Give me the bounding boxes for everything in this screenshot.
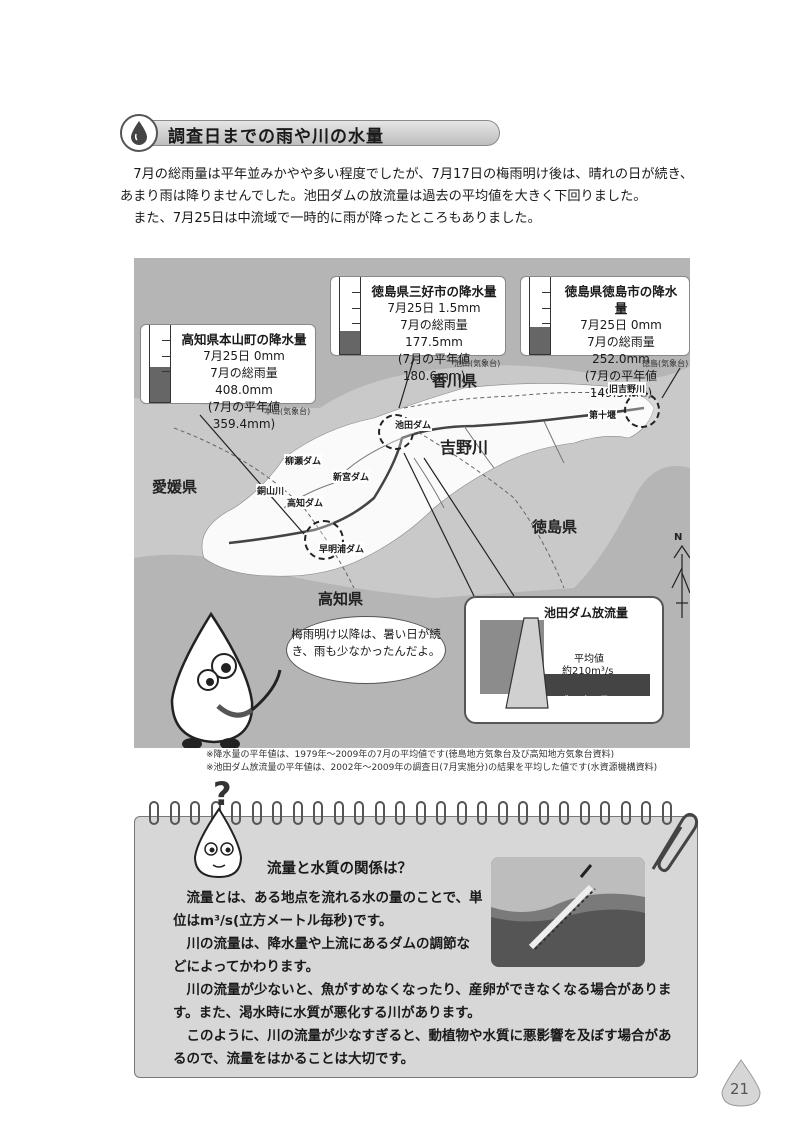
box-paragraph: 川の流量は、降水量や上流にあるダムの調節などによってかわります。 — [173, 936, 470, 975]
callout-total: 7月の総雨量 252.0mm — [587, 335, 655, 366]
dam-label-takanose: 高知ダム — [286, 496, 325, 509]
footnote: ※降水量の平年値は、1979年～2009年の7月の平均値です(徳島地方気象台及び… — [206, 750, 615, 760]
section-header-bar — [140, 120, 500, 146]
intro-paragraph: 7月の総雨量は平年並みかやや多い程度でしたが、7月17日の梅雨明け後は、晴れの日… — [120, 167, 694, 204]
notebook-ring — [559, 801, 569, 825]
mascot-speech-bubble: 梅雨明け以降は、暑い日が続き、雨も少なかったんだよ。 — [286, 616, 446, 684]
map-panel: 高知県本山町の降水量 7月25日 0mm 7月の総雨量 408.0mm (7月の… — [134, 258, 690, 748]
rain-gauge-icon — [149, 325, 171, 403]
dam-label-sameura: 早明浦ダム — [318, 542, 366, 555]
flow-day-label: 平成22年7月25日 — [550, 696, 632, 707]
notebook-ring — [477, 801, 487, 825]
notebook-ring — [641, 801, 651, 825]
flow-day-value: 約75m³/s — [564, 708, 610, 719]
dam-photo — [491, 857, 645, 967]
callout-title: 徳島県三好市の降水量 — [371, 284, 497, 299]
footnotes: ※降水量の平年値は、1979年～2009年の7月の平均値です(徳島地方気象台及び… — [206, 749, 657, 775]
page-number-badge: 21 — [718, 1058, 764, 1108]
north-label: N — [674, 532, 683, 543]
box-paragraph: 川の流量が少ないと、魚がすめなくなったり、産卵ができなくなる場合があります。また… — [173, 982, 672, 1021]
box-paragraph: 流量とは、ある地点を流れる水の量のことで、単位はm³/s(立方メートル毎秒)です… — [173, 890, 483, 929]
notebook-ring — [333, 801, 344, 825]
box-title: 流量と水質の関係は？ — [267, 861, 412, 877]
ikeda-flow-inset: 池田ダム放流量 平均値 約210m³/s 平成22年7月25日 約75m³/s — [464, 596, 664, 724]
flow-avg-value: 約210m³/s — [562, 666, 614, 677]
notebook-ring — [149, 801, 159, 825]
callout-total: 7月の総雨量 177.5mm — [400, 318, 468, 349]
raindrop-icon — [120, 114, 158, 152]
notebook-ring — [251, 801, 262, 825]
svg-text:?: ? — [213, 779, 232, 813]
page-number: 21 — [730, 1080, 750, 1098]
callout-avg: (7月の平年値 359.4mm) — [207, 400, 281, 431]
callout-source: 徳島(気象台) — [642, 359, 689, 368]
notebook-ring — [272, 801, 282, 825]
rain-gauge-icon — [529, 277, 551, 355]
intro-paragraph: また、7月25日は中流域で一時的に雨が降ったところもありました。 — [133, 211, 541, 226]
question-drop-mascot-icon: ? — [193, 779, 243, 879]
pref-label-kochi: 高知県 — [318, 590, 364, 608]
pref-label-tokushima: 徳島県 — [532, 518, 578, 536]
callout-title: 高知県本山町の降水量 — [181, 332, 307, 347]
tokushima-marker — [624, 392, 660, 428]
notebook-ring — [169, 801, 180, 825]
rain-callout-motoyama: 高知県本山町の降水量 7月25日 0mm 7月の総雨量 408.0mm (7月の… — [140, 324, 316, 431]
notebook-ring — [374, 801, 385, 825]
notebook-ring — [456, 801, 467, 825]
pref-label-ehime: 愛媛県 — [152, 478, 198, 496]
paperclip-icon — [651, 812, 699, 873]
callout-day: 7月25日 0mm — [580, 318, 662, 332]
section-title: 調査日までの雨や川の水量 — [168, 127, 384, 147]
callout-day: 7月25日 0mm — [203, 349, 285, 363]
water-drop-mascot-icon — [170, 611, 282, 748]
box-paragraph: このように、川の流量が少なすぎると、動植物や水質に悪影響を及ぼす場合があるので、… — [173, 1028, 672, 1067]
box-body: 流量とは、ある地点を流れる水の量のことで、単位はm³/s(立方メートル毎秒)です… — [173, 887, 683, 1071]
flow-title: 池田ダム放流量 — [544, 606, 629, 620]
weir-photo-image — [491, 857, 645, 967]
dam-label-shingu: 新宮ダム — [332, 470, 371, 483]
dam-label-yanase: 柳瀬ダム — [284, 454, 323, 467]
notebook-ring — [579, 801, 590, 825]
section-header: 調査日までの雨や川の水量 — [120, 114, 500, 152]
intro-text: 7月の総雨量は平年並みかやや多い程度でしたが、7月17日の梅雨明け後は、晴れの日… — [120, 164, 700, 230]
dam-label-ginzan: 銅山川 — [256, 484, 286, 497]
callout-day: 7月25日 1.5mm — [387, 301, 481, 315]
notebook-ring — [600, 801, 610, 825]
dam-label-daijuzeki: 第十堰 — [588, 408, 618, 421]
notebook-ring — [415, 801, 426, 825]
notebook-ring — [620, 801, 631, 825]
flow-diagram — [480, 617, 650, 709]
notebook-ring — [395, 801, 405, 825]
callout-avg: (7月の平年値 180.6mm) — [397, 352, 471, 383]
notebook-ring — [661, 801, 672, 825]
callout-source: 本山(気象台) — [264, 407, 311, 416]
flow-avg-label: 平均値 — [574, 654, 604, 665]
dam-label-kyuyoshino: 旧吉野川 — [608, 382, 647, 395]
notebook-ring — [436, 801, 446, 825]
callout-source: 池田(気象台) — [454, 359, 501, 368]
info-box: ? 流量と水質の関係は？ 流量とは、ある地点を流れる水の量のことで、単位はm³/… — [134, 779, 699, 1078]
footnote: ※池田ダム放流量の平年値は、2002年～2009年の調査日(7月実施分)の結果を… — [206, 763, 658, 773]
notebook-ring — [518, 801, 528, 825]
notebook-ring — [190, 801, 200, 825]
river-label: 吉野川 — [440, 438, 489, 457]
callout-total: 7月の総雨量 408.0mm — [210, 366, 278, 397]
notebook-ring — [313, 801, 323, 825]
callout-title: 徳島県徳島市の降水量 — [564, 284, 678, 316]
dam-label-ikeda: 池田ダム — [394, 418, 433, 431]
rain-callout-miyoshi: 徳島県三好市の降水量 7月25日 1.5mm 7月の総雨量 177.5mm (7… — [330, 276, 506, 383]
notebook-ring — [231, 801, 241, 825]
rain-gauge-icon — [339, 277, 361, 355]
pref-label-kagawa: 香川県 — [432, 372, 478, 390]
compass-icon — [671, 544, 690, 618]
rain-callout-tokushima: 徳島県徳島市の降水量 7月25日 0mm 7月の総雨量 252.0mm (7月の… — [520, 276, 690, 400]
notebook-ring — [354, 801, 364, 825]
notebook-ring — [538, 801, 549, 825]
notebook-ring — [292, 801, 303, 825]
drop-badge-icon — [721, 1059, 761, 1107]
notebook-ring — [497, 801, 508, 825]
